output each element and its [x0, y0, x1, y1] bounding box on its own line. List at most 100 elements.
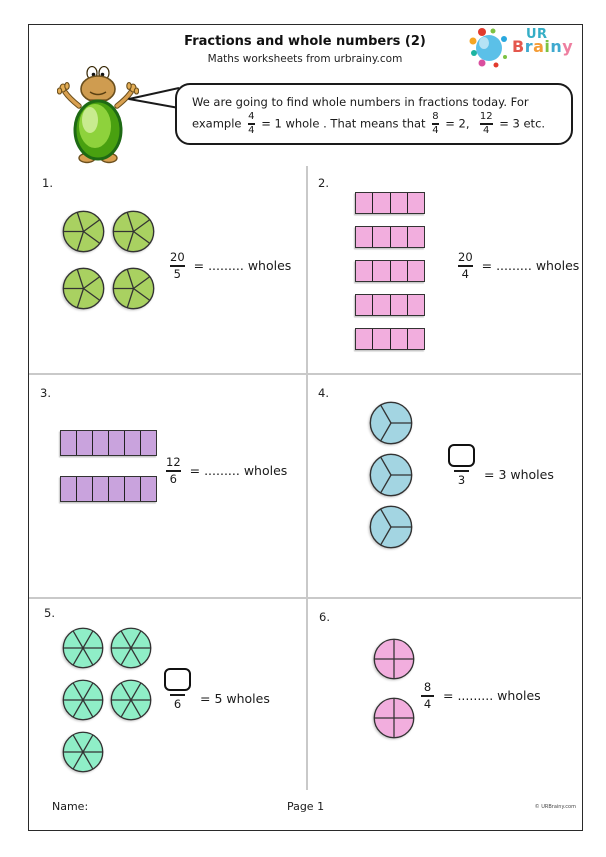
page-title: Fractions and whole numbers (2)	[184, 34, 426, 49]
speech-text: = 1 whole . That means that	[261, 116, 426, 131]
strip-cell	[372, 295, 389, 315]
fraction-circle	[369, 453, 413, 497]
fraction-circle	[369, 505, 413, 549]
strip-cell	[124, 431, 140, 455]
fraction-circle	[112, 210, 155, 253]
strip-cell	[372, 329, 389, 349]
logo-letter: B	[512, 37, 525, 56]
fraction-denominator: 4	[461, 267, 469, 282]
strip-cell	[356, 193, 372, 213]
question-number-4: 4.	[318, 386, 329, 400]
fraction-circle	[373, 697, 415, 739]
grid-divider-horizontal-1	[29, 373, 581, 375]
speech-line1: We are going to find whole numbers in fr…	[192, 95, 529, 109]
urbrainy-logo: UR Brainy	[468, 27, 573, 69]
speech-text: = 3 etc.	[499, 116, 546, 131]
fraction-circle	[110, 679, 152, 721]
fraction-circle	[373, 638, 415, 680]
question-number-5: 5.	[44, 606, 55, 620]
question-6-shapes	[373, 638, 415, 739]
fraction-strip	[355, 260, 425, 282]
fraction-bar	[458, 265, 473, 267]
fraction-numerator: 20	[170, 250, 185, 264]
fraction-circle	[62, 731, 104, 773]
name-label: Name:	[52, 800, 89, 813]
strip-cell	[108, 431, 124, 455]
question-number-6: 6.	[319, 610, 330, 624]
fraction-bar	[479, 123, 493, 125]
grid-divider-horizontal-2	[29, 597, 581, 599]
strip-cell	[406, 193, 424, 213]
fraction-denominator: 4	[432, 124, 439, 136]
fraction-strip	[60, 430, 157, 456]
copyright: © URBrainy.com	[534, 804, 576, 810]
strip-cell	[356, 329, 372, 349]
question-4-answer: 3 = 3 wholes	[448, 444, 554, 487]
strip-cell	[76, 477, 92, 501]
fraction-numerator: 8	[432, 110, 439, 122]
speech-bubble-tail	[128, 87, 179, 109]
question-1-shapes	[62, 210, 162, 310]
strip-cell	[372, 193, 389, 213]
logo-letter: a	[533, 37, 545, 56]
answer-text: = ......... wholes	[443, 688, 541, 704]
page-subtitle: Maths worksheets from urbrainy.com	[207, 53, 403, 65]
fraction-circle	[62, 267, 105, 310]
mascot-icon	[57, 66, 139, 164]
strip-cell	[389, 261, 407, 281]
logo-letter: i	[544, 37, 551, 56]
fraction-numerator: 4	[248, 110, 255, 122]
balloon-icon	[469, 28, 507, 68]
answer-box[interactable]	[448, 444, 475, 467]
strip-cell	[140, 477, 156, 501]
fraction-circle	[62, 627, 104, 669]
answer-text: = ......... wholes	[481, 258, 580, 274]
question-number-1: 1.	[42, 176, 53, 190]
fraction-bar	[166, 470, 181, 472]
strip-cell	[356, 227, 372, 247]
fraction-circle	[62, 210, 105, 253]
fraction-circle	[110, 627, 152, 669]
logo-brainy: Brainy	[512, 39, 573, 55]
strip-cell	[406, 227, 424, 247]
strip-cell	[389, 193, 407, 213]
logo-letter: y	[562, 37, 574, 56]
strip-cell	[372, 227, 389, 247]
page-number: Page 1	[286, 800, 325, 813]
fraction-strip	[355, 294, 425, 316]
question-number-3: 3.	[40, 386, 51, 400]
logo-ur-text: UR	[526, 27, 548, 42]
strip-cell	[406, 329, 424, 349]
answer-box[interactable]	[164, 668, 191, 691]
question-4-shapes	[369, 401, 413, 549]
strip-cell	[356, 261, 372, 281]
logo-letter: n	[550, 37, 563, 56]
fraction-bar	[248, 123, 255, 125]
fraction-strip	[355, 226, 425, 248]
grid-divider-vertical	[306, 166, 308, 790]
fraction-bar	[170, 265, 185, 267]
fraction-denominator: 4	[248, 124, 255, 136]
strip-cell	[92, 431, 108, 455]
strip-cell	[108, 477, 124, 501]
strip-cell	[92, 477, 108, 501]
fraction: 3	[448, 444, 475, 487]
question-2-shapes	[355, 192, 425, 350]
fraction-strip	[60, 476, 157, 502]
strip-cell	[389, 295, 407, 315]
answer-text: = ......... wholes	[193, 258, 292, 274]
strip-cell	[389, 329, 407, 349]
speech-bubble: We are going to find whole numbers in fr…	[175, 83, 573, 145]
strip-cell	[372, 261, 389, 281]
strip-cell	[356, 295, 372, 315]
fraction-bar	[170, 694, 185, 696]
fraction-circle	[62, 679, 104, 721]
fraction-denominator: 6	[173, 697, 182, 711]
